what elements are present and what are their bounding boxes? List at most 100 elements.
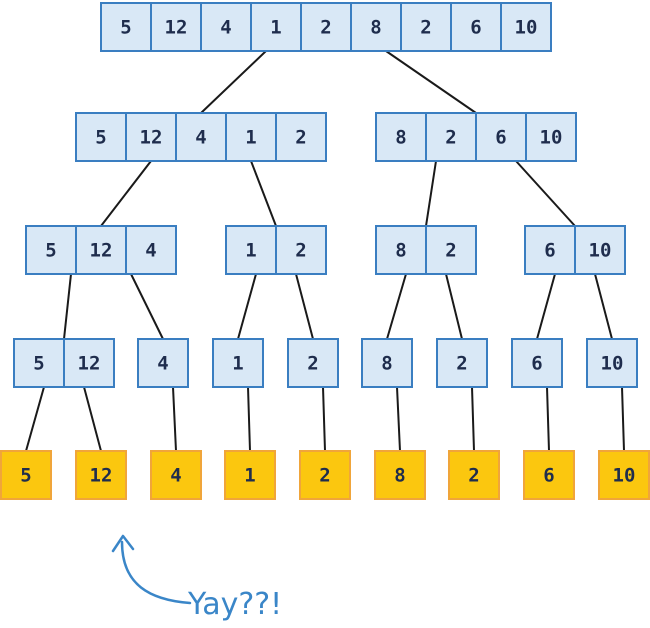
annotation-arrowhead	[111, 534, 135, 553]
cell-value: 8	[381, 353, 392, 375]
tree-edge	[63, 273, 72, 340]
array-node: 6 10	[524, 225, 626, 275]
cell-value: 1	[245, 127, 256, 149]
cell-value: 12	[90, 240, 113, 262]
array-cell	[525, 112, 577, 162]
cell-value: 2	[295, 240, 306, 262]
cell-value: 2	[307, 353, 318, 375]
tree-edge	[100, 160, 152, 227]
cell-value: 5	[20, 465, 31, 487]
leaf-node: 2	[299, 450, 351, 500]
tree-edge	[250, 160, 277, 227]
cell-value: 10	[589, 240, 612, 262]
tree-edge	[515, 160, 576, 227]
tree-edge	[130, 273, 164, 340]
tree-edge	[83, 386, 102, 452]
array-cell	[63, 338, 115, 388]
cell-value: 4	[195, 127, 206, 149]
array-cell	[475, 112, 527, 162]
tree-edge	[172, 386, 177, 452]
array-cell	[500, 2, 552, 52]
tree-edge	[621, 386, 625, 452]
cell-value: 8	[370, 17, 381, 39]
array-node: 8	[361, 338, 413, 388]
leaf-node: 1	[224, 450, 276, 500]
array-cell	[300, 2, 352, 52]
tree-edge	[200, 50, 267, 114]
cell-value: 1	[232, 353, 243, 375]
array-cell	[200, 2, 252, 52]
leaf-cell	[299, 450, 351, 500]
leaf-node: 10	[598, 450, 650, 500]
cell-value: 10	[540, 127, 563, 149]
cell-value: 10	[601, 353, 624, 375]
cell-value: 1	[245, 240, 256, 262]
array-node: 4	[137, 338, 189, 388]
array-cell	[511, 338, 563, 388]
cell-value: 2	[445, 127, 456, 149]
array-cell	[524, 225, 576, 275]
leaf-cell	[598, 450, 650, 500]
array-cell	[375, 112, 427, 162]
array-cell	[450, 2, 502, 52]
array-node: 2	[287, 338, 339, 388]
tree-edge	[396, 386, 401, 452]
cell-value: 1	[244, 465, 255, 487]
leaf-cell	[75, 450, 127, 500]
leaf-cell	[0, 450, 52, 500]
array-cell	[212, 338, 264, 388]
array-node: 10	[586, 338, 638, 388]
cell-value: 5	[33, 353, 44, 375]
cell-value: 6	[544, 240, 555, 262]
leaf-cell	[523, 450, 575, 500]
leaf-node: 2	[448, 450, 500, 500]
leaf-node: 4	[150, 450, 202, 500]
array-cell	[350, 2, 402, 52]
array-cell	[436, 338, 488, 388]
tree-edge	[536, 273, 556, 340]
cell-value: 8	[394, 465, 405, 487]
tree-edge	[322, 386, 326, 452]
cell-value: 2	[320, 17, 331, 39]
array-cell	[75, 225, 127, 275]
cell-value: 4	[157, 353, 168, 375]
array-cell	[275, 112, 327, 162]
cell-value: 12	[165, 17, 188, 39]
array-cell	[275, 225, 327, 275]
leaf-node: 12	[75, 450, 127, 500]
leaf-cell	[224, 450, 276, 500]
array-cell	[150, 2, 202, 52]
annotation: Yay??!	[111, 534, 282, 622]
cell-value: 2	[468, 465, 479, 487]
array-cell	[287, 338, 339, 388]
leaf-node: 5	[0, 450, 52, 500]
tree-edge	[425, 160, 437, 227]
cell-value: 6	[543, 465, 554, 487]
array-cell	[361, 338, 413, 388]
cell-value: 2	[445, 240, 456, 262]
leaf-cell	[374, 450, 426, 500]
array-node: 1	[212, 338, 264, 388]
array-cell	[100, 2, 152, 52]
cell-value: 12	[90, 465, 113, 487]
array-cell	[225, 112, 277, 162]
cell-value: 2	[295, 127, 306, 149]
array-cell	[425, 225, 477, 275]
annotation-text: Yay??!	[187, 587, 282, 622]
array-node: 2	[436, 338, 488, 388]
array-cell	[400, 2, 452, 52]
tree-edge	[445, 273, 463, 340]
tree-edge	[25, 386, 45, 452]
array-cell	[225, 225, 277, 275]
cell-value: 6	[531, 353, 542, 375]
cell-value: 10	[613, 465, 636, 487]
cell-value: 10	[515, 17, 538, 39]
